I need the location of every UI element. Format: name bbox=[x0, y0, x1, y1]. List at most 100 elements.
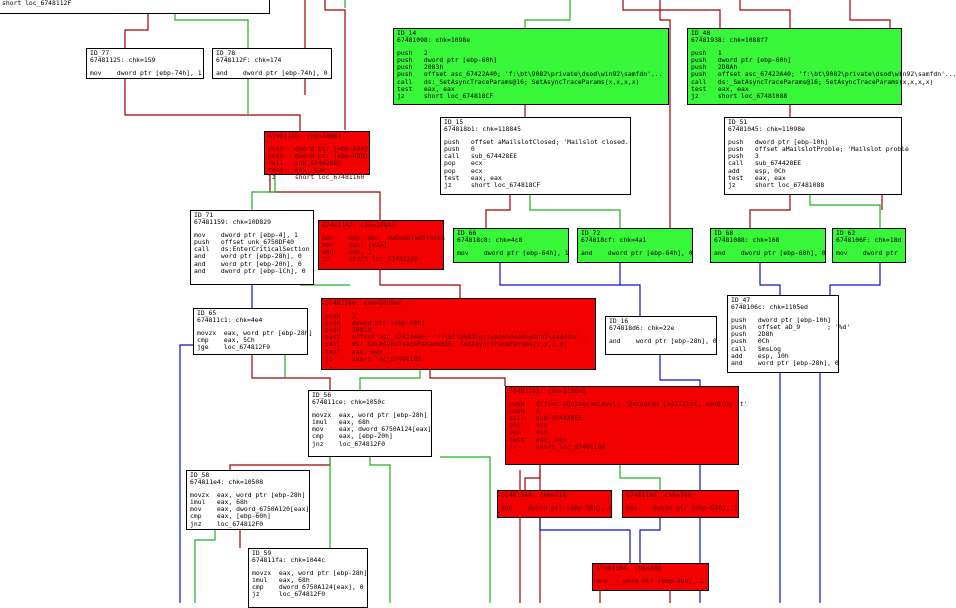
asm-line: and dword ptr [ebp-60h], 0 bbox=[714, 249, 826, 258]
asm-line: push 2083h bbox=[397, 63, 444, 72]
edge bbox=[499, 263, 641, 316]
edge bbox=[529, 195, 621, 228]
asm-line: push offset aDatagramLevel; 'Datagram [m… bbox=[509, 400, 748, 409]
asm-line: push 0 bbox=[444, 145, 475, 154]
node-header: 674811fa: chk=1044c bbox=[252, 556, 326, 565]
node-header: 674811B4: chk=288 bbox=[596, 564, 662, 572]
asm-line: and eax, 2 bbox=[322, 248, 373, 257]
asm-line: add esp, 10h bbox=[731, 351, 789, 360]
asm-line: movzx eax, word ptr [ebp-28h] bbox=[312, 411, 428, 420]
asm-line: and word ptr [ebp-28h], 0 bbox=[194, 252, 302, 261]
edge bbox=[524, 0, 571, 28]
asm-line: push offset asc_67422A40; 'f:\bt\9082\pr… bbox=[691, 70, 956, 79]
node-header: ID_72 bbox=[581, 229, 601, 237]
edge bbox=[485, 195, 511, 228]
asm-line: test eax, eax bbox=[728, 173, 786, 182]
asm-line: jz short loc_67481088 bbox=[691, 91, 788, 100]
asm-line: pop ecx bbox=[444, 159, 483, 168]
node-header: 67481185: chk=118846 bbox=[509, 387, 586, 395]
node-header: 67481938: chk=1088f7 bbox=[691, 36, 768, 45]
edge bbox=[524, 465, 541, 490]
edge bbox=[759, 263, 781, 295]
asm-line: mov eax, ds:__dwEnabledTraces bbox=[322, 234, 446, 243]
asm-line: mov eax, dword_6750A120[eax] bbox=[190, 505, 310, 514]
asm-line: push offset aD_9 ; '%d' bbox=[731, 323, 851, 332]
asm-line: movzx eax, word ptr [ebp-28h] bbox=[252, 569, 368, 578]
node-header: ID_47 bbox=[731, 296, 751, 304]
edge bbox=[849, 0, 891, 30]
asm-line: jz short loc_67481184 bbox=[509, 442, 606, 451]
asm-line: movzx eax, word ptr [ebp-28h] bbox=[190, 491, 306, 500]
edge bbox=[124, 79, 301, 131]
node-header: 6748106c: chk=1105ed bbox=[731, 303, 808, 312]
asm-line: jz short loc_674818CF bbox=[397, 91, 494, 100]
edge bbox=[369, 457, 391, 603]
asm-line: push 2 bbox=[325, 312, 356, 321]
edge bbox=[251, 355, 331, 390]
asm-line: call ds:_SetAsyncTraceParams@16; SetAsyn… bbox=[397, 77, 640, 86]
node-header: ID_68 bbox=[714, 229, 734, 237]
node-header: 674818cf: chk=4a1 bbox=[581, 236, 647, 245]
asm-line: call ds:EnterCriticalSection bbox=[194, 245, 310, 254]
asm-line: jz short loc_67481160 bbox=[268, 173, 365, 182]
asm-line: push offset unk_6750DF40 bbox=[194, 238, 295, 247]
node-top[interactable]: short loc_6748112F bbox=[0, 0, 270, 14]
asm-line: mov dword ptr [ebp-58h], 1 bbox=[626, 504, 738, 513]
node-header: 6748106F: chk=18d bbox=[836, 236, 902, 245]
asm-line: push dword ptr [ebp-48h] bbox=[268, 152, 369, 161]
node-header: ID_15 bbox=[444, 118, 464, 126]
node-header: 6748112F: chk=174 bbox=[216, 56, 282, 65]
asm-line: mov eax, dword_6750A124[eax] bbox=[312, 425, 432, 434]
node-header: 67481098: chk=1098e bbox=[397, 36, 471, 45]
asm-line: movzx eax, word ptr [ebp-28h] bbox=[197, 329, 313, 338]
edge bbox=[619, 465, 661, 490]
asm-line: cmp eax, [ebp-60h] bbox=[190, 512, 271, 521]
asm-line: test eax, eax bbox=[268, 166, 326, 175]
node-header: ID_62 bbox=[836, 229, 856, 237]
asm-line: test eax, eax bbox=[444, 173, 502, 182]
asm-line: pop ecx bbox=[444, 166, 483, 175]
asm-line: push 3 bbox=[728, 152, 759, 161]
asm-line: push 2D8h bbox=[731, 330, 774, 339]
node-red-1185[interactable]: 67481185: chk=118846 push offset aDatagra… bbox=[505, 386, 748, 465]
edge bbox=[739, 0, 791, 28]
edge bbox=[429, 370, 506, 386]
edge bbox=[269, 175, 381, 220]
asm-line: pop ecx bbox=[509, 428, 548, 437]
asm-line: push dword ptr [ebp-60h] bbox=[325, 319, 426, 328]
asm-line: and dword ptr [ebp-74h], 0 bbox=[216, 69, 328, 78]
asm-line: call SmsLog bbox=[731, 344, 782, 353]
asm-line: jz short loc_67481088 bbox=[728, 180, 825, 189]
asm-line: push dword ptr [ebp-64h] bbox=[268, 145, 369, 154]
edge bbox=[359, 370, 421, 390]
node-header: 674811ce: chk=1050c bbox=[312, 398, 386, 407]
node-header: 674811A4: chk=218 bbox=[501, 491, 567, 499]
asm-line: call sub_674428EE bbox=[509, 414, 583, 423]
node-header: ID_51 bbox=[728, 118, 748, 126]
asm-line: jnz loc_674812F0 bbox=[312, 439, 386, 448]
edge bbox=[639, 518, 661, 563]
